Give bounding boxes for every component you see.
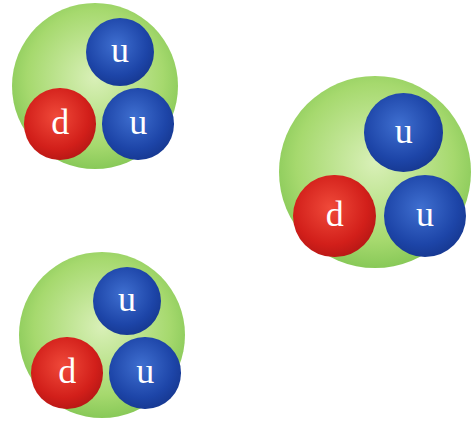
proton-circle: u d u (279, 76, 471, 268)
quark-circle: u (109, 337, 180, 408)
quark-circle: d (24, 88, 95, 159)
quark-circle: u (93, 267, 161, 335)
quark-label: u (118, 281, 136, 317)
quark-circle: u (102, 88, 173, 159)
quark-circle: u (384, 175, 467, 258)
proton-circle: u d u (19, 252, 185, 418)
quark-label: d (326, 196, 344, 232)
quark-label: u (416, 196, 434, 232)
quark-circle: u (364, 93, 443, 172)
quark-circle: d (293, 175, 376, 258)
quark-label: d (51, 104, 69, 140)
quark-label: d (58, 353, 76, 389)
quark-label: u (136, 353, 154, 389)
quark-circle: u (86, 18, 154, 86)
quark-label: u (111, 32, 129, 68)
proton-circle: u d u (12, 3, 178, 169)
quark-label: u (395, 113, 413, 149)
quark-circle: d (31, 337, 102, 408)
quark-label: u (129, 104, 147, 140)
